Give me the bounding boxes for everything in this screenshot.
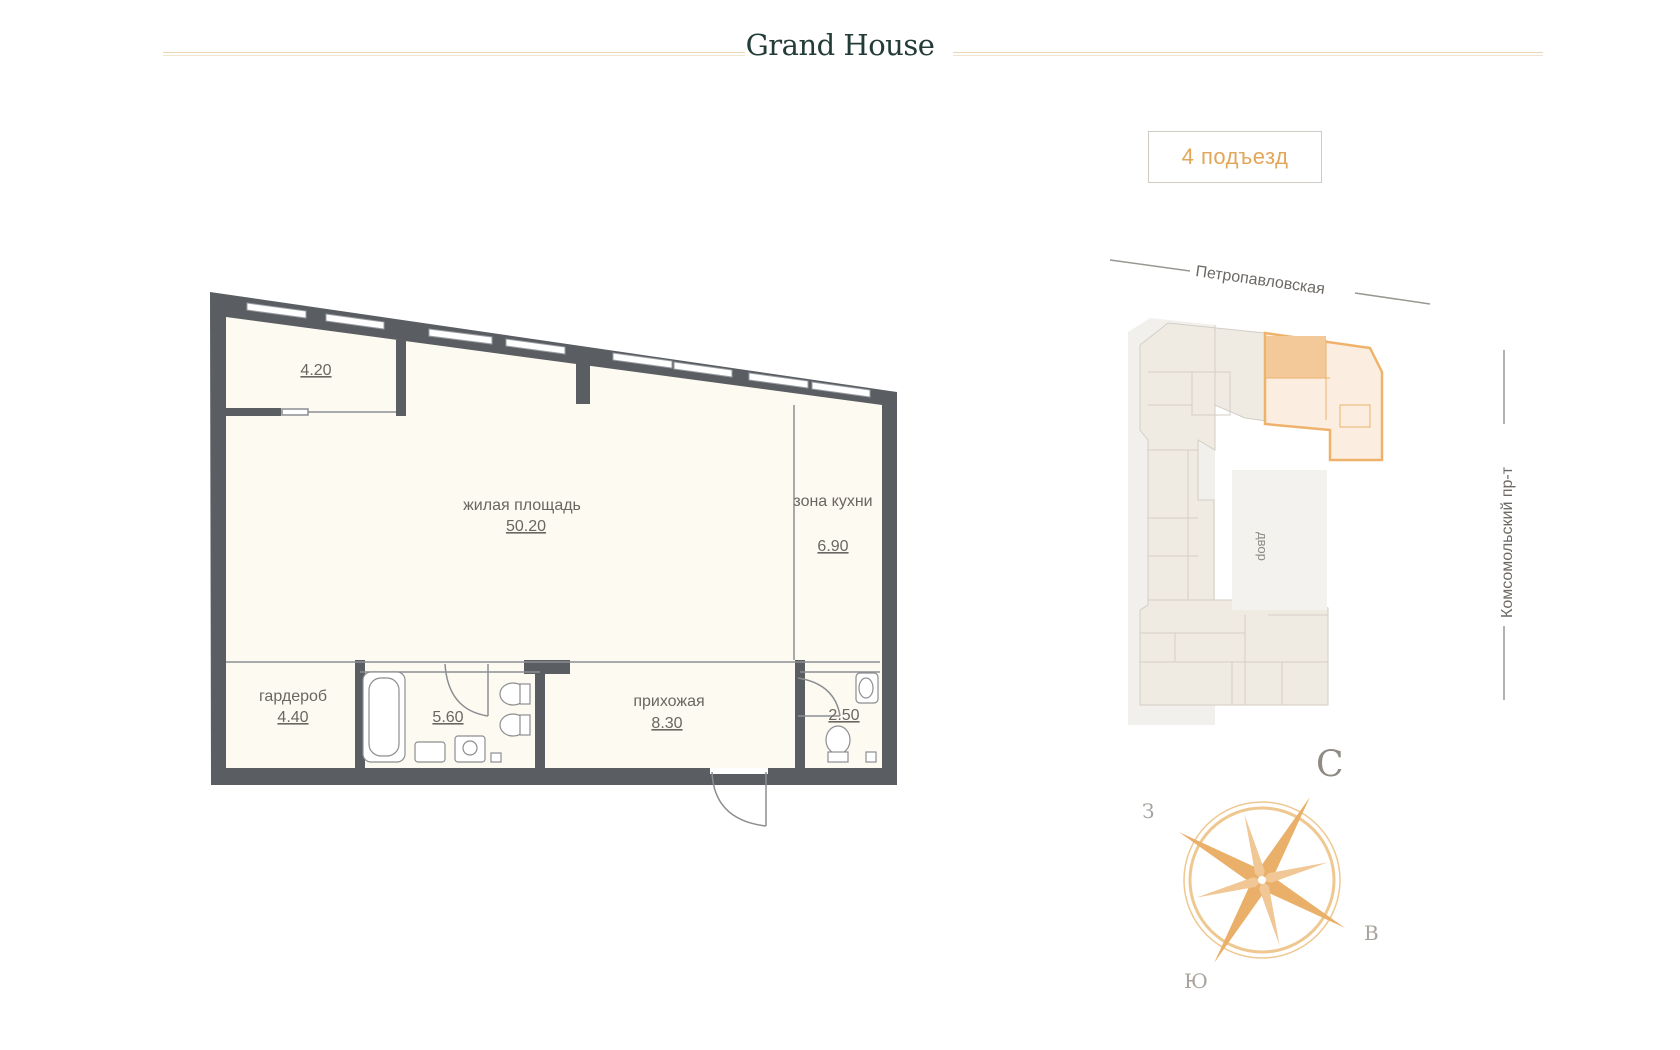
room-name-hall: прихожая	[633, 693, 704, 710]
compass-west: З	[1142, 799, 1154, 823]
room-name-living: жилая площадь	[463, 497, 581, 514]
highlighted-unit	[1266, 336, 1326, 378]
compass-east: В	[1364, 921, 1379, 945]
courtyard	[1232, 470, 1327, 610]
building-sections	[1140, 325, 1328, 705]
interior-walls	[226, 340, 805, 770]
door-swings	[444, 663, 841, 827]
courtyard-label: двор	[1255, 532, 1270, 561]
room-area-wardrobe: 4.40	[277, 709, 308, 726]
room-area-bathroom: 5.60	[432, 709, 463, 726]
room-name-kitchen: зона кухни	[793, 493, 873, 510]
header: Grand House	[0, 0, 1680, 110]
compass-rose: С З В Ю	[1142, 744, 1379, 993]
site-plan: Петропавловская Комсомольский пр-т двор	[1109, 259, 1516, 725]
header-rule-left	[163, 52, 745, 57]
room-name-wardrobe: гардероб	[259, 688, 327, 705]
brand-logo: Grand House	[745, 28, 935, 62]
room-area-hall: 8.30	[651, 715, 682, 732]
apartment-plan: 4.20 жилая площадь 50.20 зона кухни 6.90…	[210, 292, 897, 827]
compass-south: Ю	[1184, 969, 1208, 993]
street-top-label: Петропавловская	[1194, 263, 1325, 298]
entrance-badge[interactable]: 4 подъезд	[1148, 131, 1322, 183]
floor-area	[226, 317, 882, 768]
room-area-storage: 4.20	[300, 362, 331, 379]
header-rule-right	[953, 52, 1543, 57]
street-right-label: Комсомольский пр-т	[1499, 466, 1516, 618]
room-area-wc: 2.50	[828, 707, 859, 724]
windows	[246, 302, 871, 398]
room-area-living: 50.20	[506, 518, 546, 535]
compass-north: С	[1316, 744, 1344, 785]
sanitary-fixtures	[362, 671, 879, 763]
room-area-kitchen: 6.90	[817, 538, 848, 555]
room-labels: 4.20 жилая площадь 50.20 зона кухни 6.90…	[259, 362, 873, 732]
room-name-kitchen-box: зона кухни	[793, 493, 873, 510]
